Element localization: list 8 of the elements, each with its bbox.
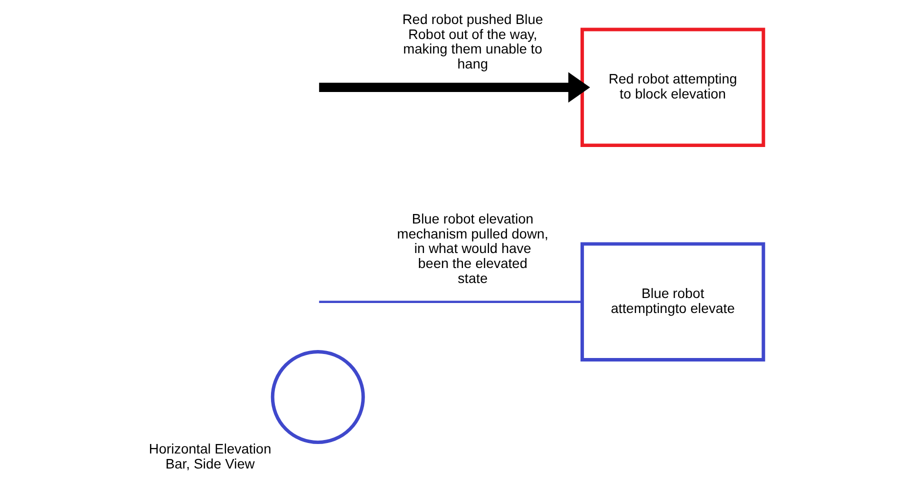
edge-label: Blue robot elevation mechanism pulled down, in what would have been the elevated state [396,211,548,286]
node-label: Horizontal Elevation Bar, Side View [148,441,271,472]
arrow [318,72,590,103]
node-box: Red robot attempting to block elevation [580,28,765,148]
connector [318,300,582,303]
node-circle [270,350,364,444]
node-box: Blue robot attemptingto elevate [580,242,765,362]
edge-label: Red robot pushed Blue Robot out of the way, making them unable to hang [402,12,543,72]
